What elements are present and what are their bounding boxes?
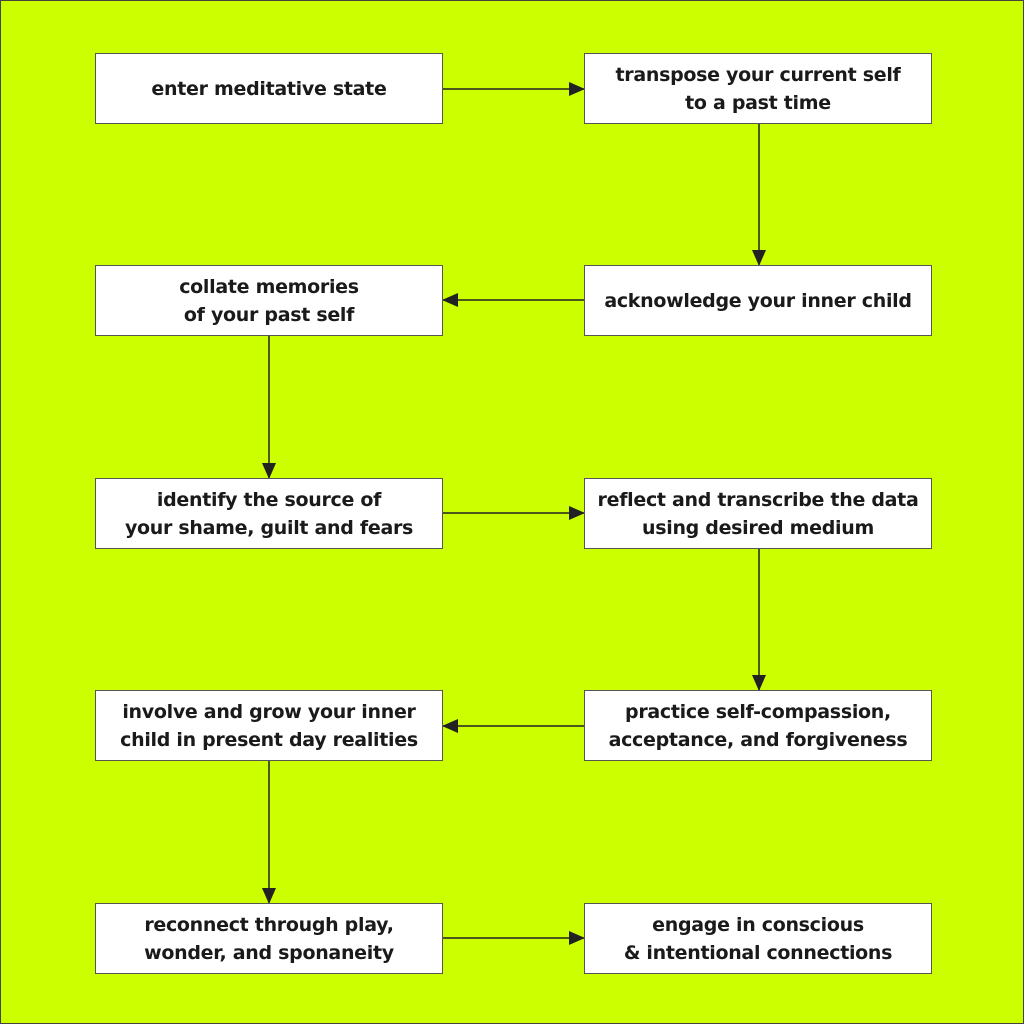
step-involve-and-grow: involve and grow your inner child in pre… — [95, 690, 443, 761]
step-label: enter meditative state — [151, 77, 387, 100]
step-engage-in-connections: engage in conscious & intentional connec… — [584, 903, 932, 974]
step-label: engage in conscious & intentional connec… — [623, 913, 893, 964]
step-label: acknowledge your inner child — [604, 289, 912, 312]
step-label: practice self-compassion, acceptance, an… — [608, 700, 908, 751]
step-identify-source: identify the source of your shame, guilt… — [95, 478, 443, 549]
step-label: involve and grow your inner child in pre… — [120, 700, 418, 751]
step-label: reflect and transcribe the data using de… — [597, 488, 919, 539]
step-transpose-current-self: transpose your current self to a past ti… — [584, 53, 932, 124]
step-reflect-and-transcribe: reflect and transcribe the data using de… — [584, 478, 932, 549]
step-practice-self-compassion: practice self-compassion, acceptance, an… — [584, 690, 932, 761]
step-acknowledge-inner-child: acknowledge your inner child — [584, 265, 932, 336]
step-enter-meditative-state: enter meditative state — [95, 53, 443, 124]
step-label: collate memories of your past self — [179, 275, 359, 326]
step-collate-memories: collate memories of your past self — [95, 265, 443, 336]
step-label: transpose your current self to a past ti… — [615, 63, 901, 114]
step-label: reconnect through play, wonder, and spon… — [144, 913, 394, 964]
step-reconnect-through-play: reconnect through play, wonder, and spon… — [95, 903, 443, 974]
step-label: identify the source of your shame, guilt… — [124, 488, 414, 539]
